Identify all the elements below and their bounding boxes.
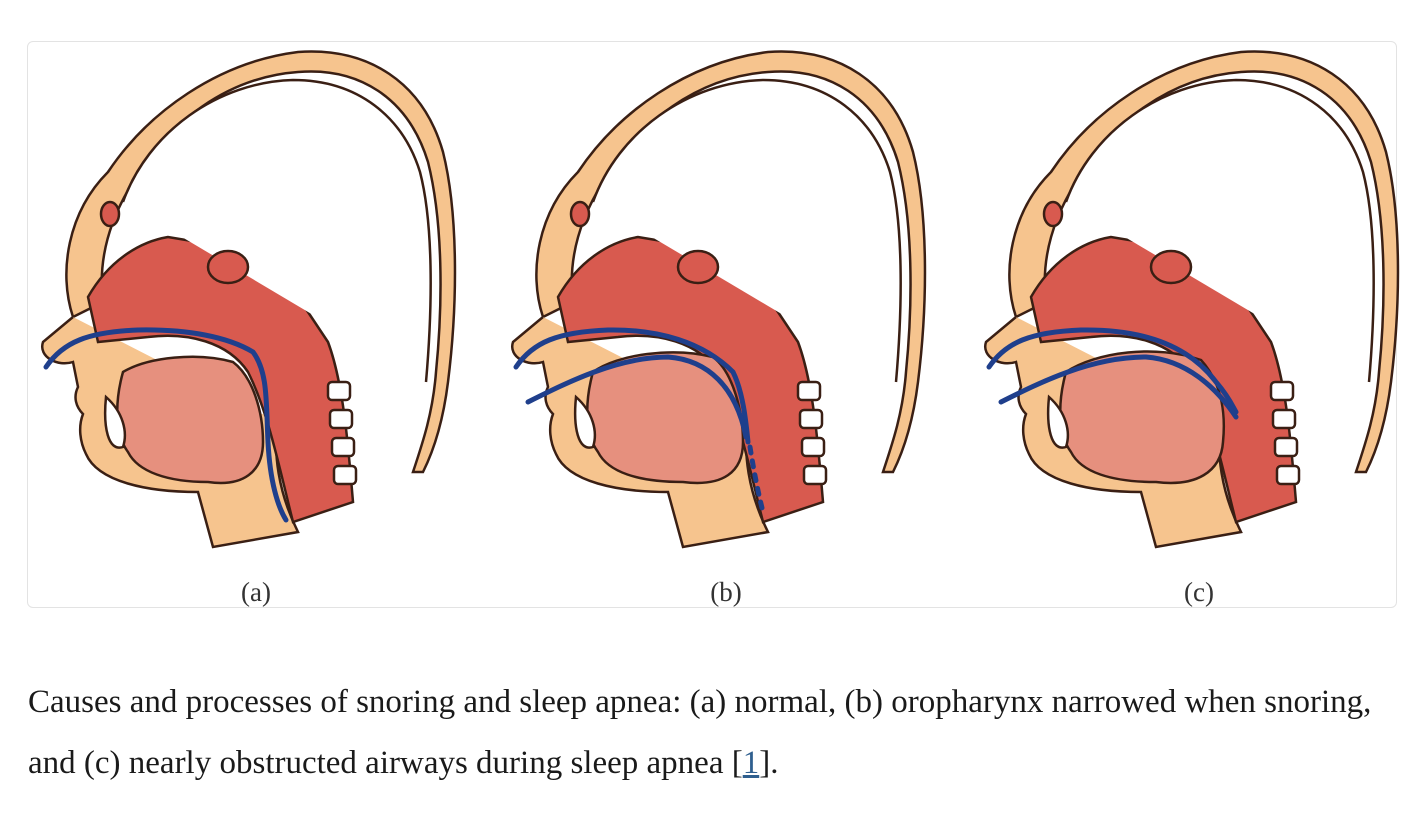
- figure-image: (a) (b): [27, 41, 1400, 608]
- panel-b: (b): [498, 42, 954, 607]
- head-cross-section-b: [511, 50, 927, 549]
- caption-text: Causes and processes of snoring and slee…: [28, 684, 1372, 781]
- head-cross-section-c: [984, 50, 1400, 549]
- caption-end: ].: [759, 745, 779, 781]
- panel-label-b: (b): [710, 577, 742, 607]
- reference-link[interactable]: 1: [742, 745, 760, 781]
- figure-caption: Causes and processes of snoring and slee…: [28, 672, 1388, 794]
- head-cross-section-a: [41, 50, 457, 549]
- panel-label-c: (c): [1184, 577, 1214, 607]
- panel-label-a: (a): [241, 577, 271, 607]
- panel-a: (a): [28, 42, 484, 607]
- panel-c: (c): [971, 42, 1418, 607]
